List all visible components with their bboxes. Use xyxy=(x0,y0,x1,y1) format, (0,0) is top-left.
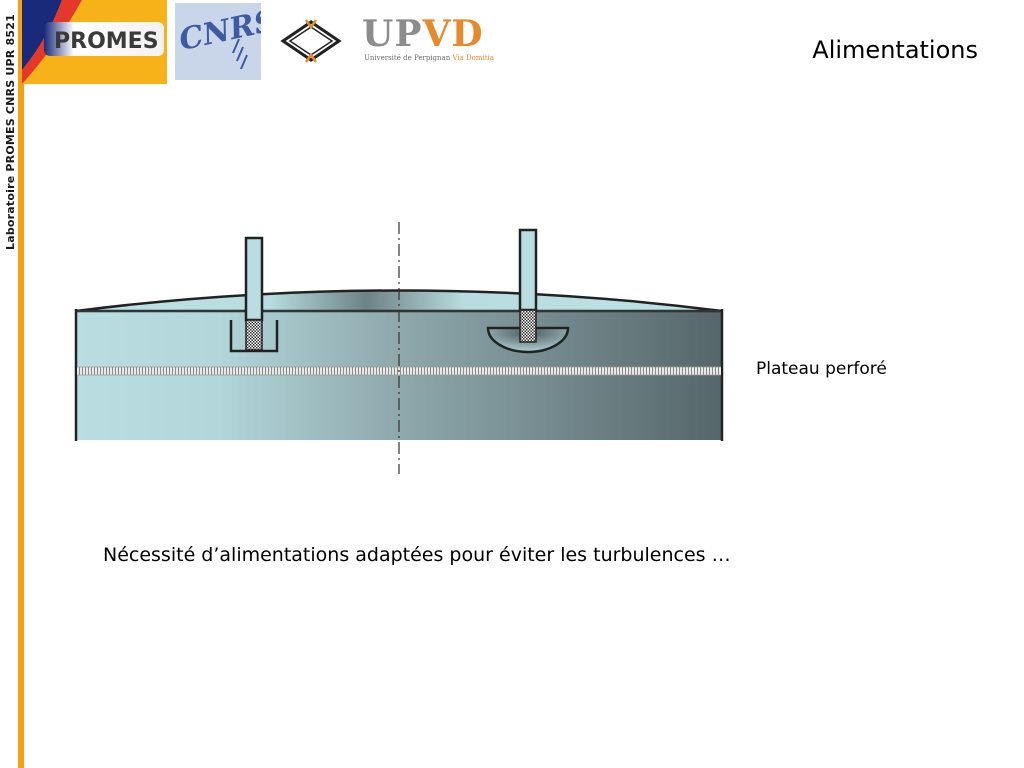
left-feed-mesh xyxy=(245,319,263,351)
slide-title: Alimentations xyxy=(812,36,978,64)
accent-side-bar xyxy=(18,0,24,768)
promes-logo-text: PROMES xyxy=(54,29,159,54)
right-feed-pipe xyxy=(518,228,538,312)
left-feed-pipe xyxy=(244,236,264,322)
cnrs-logo: CNRS xyxy=(175,3,279,80)
slide-caption: Nécessité d’alimentations adaptées pour … xyxy=(103,544,731,566)
column-diagram xyxy=(70,218,730,478)
diamond-logo-icon xyxy=(280,18,342,64)
left-feed-cup xyxy=(229,320,279,353)
right-feed-mesh xyxy=(519,309,537,343)
upvd-logo: UPVD Université de Perpignan Via Domitia xyxy=(362,13,494,68)
plate-label: Plateau perforé xyxy=(756,359,887,379)
lab-label: Laboratoire PROMES CNRS UPR 8521 xyxy=(4,14,17,250)
vessel-lid xyxy=(75,289,723,313)
promes-logo: PROMES xyxy=(22,0,167,84)
upvd-wordmark: UPVD xyxy=(362,13,484,55)
upvd-subtitle: Université de Perpignan Via Domitia xyxy=(364,54,494,62)
